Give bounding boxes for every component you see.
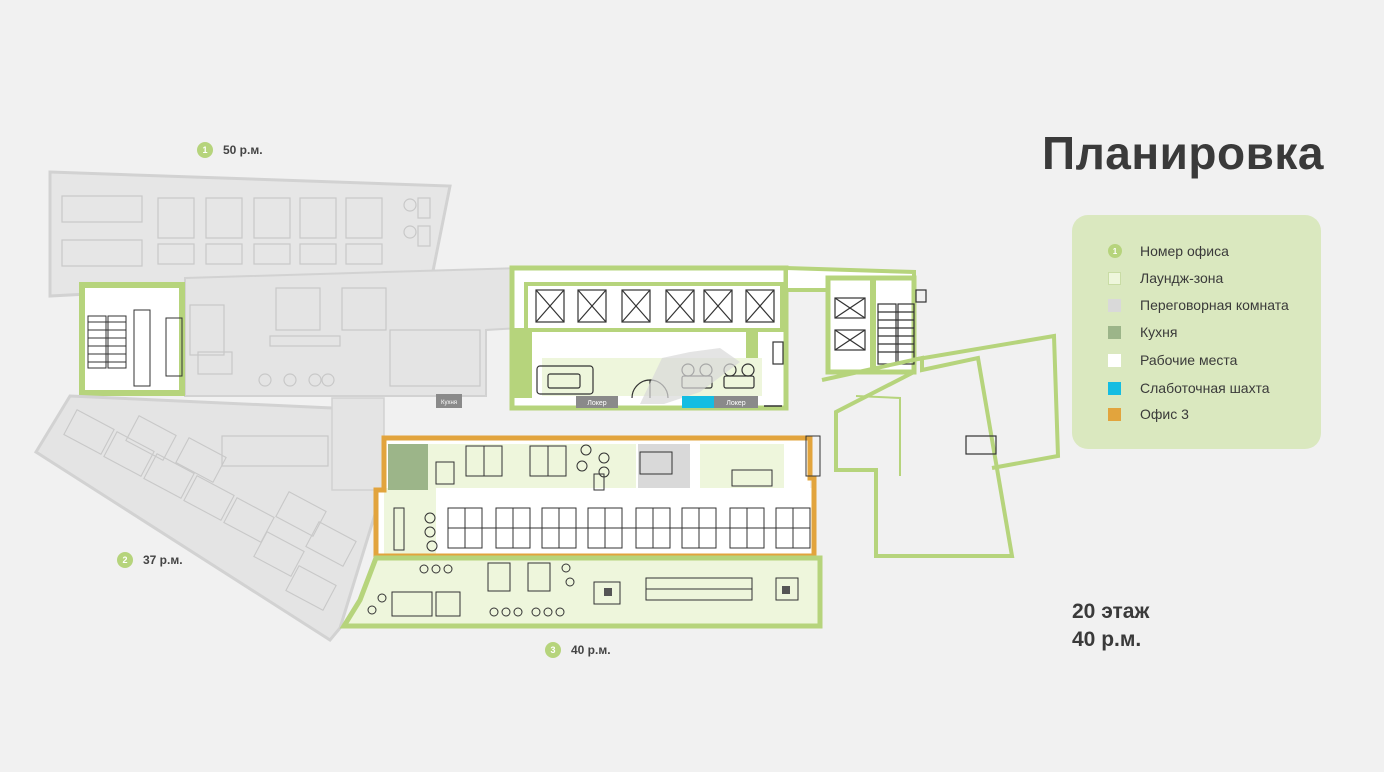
office-seats: 37 р.м.: [143, 553, 183, 567]
floor-label: 20 этаж: [1072, 600, 1150, 623]
legend-item-workplaces: Рабочие места: [1108, 352, 1237, 368]
shaft-swatch: [1108, 381, 1121, 395]
office-seats: 40 р.м.: [571, 643, 611, 657]
office-number-marker: 2: [117, 552, 133, 568]
office-number-marker: 3: [545, 642, 561, 658]
right-core: [825, 275, 927, 375]
legend-label: Рабочие места: [1140, 352, 1238, 368]
office-2-label[interactable]: 2 37 р.м.: [117, 552, 183, 568]
legend-label: Переговорная комната: [1140, 297, 1289, 313]
locker-label-2: Локер: [726, 400, 746, 407]
seats-count: 40 р.м.: [1072, 628, 1142, 651]
legend-label: Слаботочная шахта: [1140, 380, 1270, 396]
legend-label: Кухня: [1140, 324, 1178, 340]
office-3-area[interactable]: [373, 435, 821, 559]
workplaces-swatch: [1108, 353, 1121, 367]
legend-item-office-number: 1 Номер офиса: [1108, 243, 1229, 259]
faded-middle-block: [79, 266, 521, 397]
office-number-marker: 1: [1108, 244, 1122, 258]
meeting-room-swatch: [1108, 298, 1121, 312]
legend-label: Номер офиса: [1140, 243, 1229, 259]
legend-item-office-3: Офис 3: [1108, 406, 1189, 422]
legend-item-kitchen: Кухня: [1108, 324, 1177, 340]
office-3-label[interactable]: 3 40 р.м.: [545, 642, 611, 658]
kitchen-swatch: [1108, 325, 1121, 339]
office-number-marker: 1: [197, 142, 213, 158]
office-2-area[interactable]: [33, 394, 382, 642]
legend-label: Лаундж-зона: [1140, 270, 1224, 286]
office-1-label[interactable]: 1 50 р.м.: [197, 142, 263, 158]
office-3-desk-rows: [447, 507, 811, 549]
legend: 1 Номер офиса Лаундж-зона Переговорная к…: [1072, 215, 1321, 449]
office-3-swatch: [1108, 407, 1121, 421]
small-label: Кухня: [441, 400, 457, 406]
floor-info: 20 этаж 40 р.м.: [1072, 598, 1149, 654]
locker-label-1: Локер: [587, 400, 607, 407]
office-seats: 50 р.м.: [223, 143, 263, 157]
legend-item-lounge: Лаундж-зона: [1108, 270, 1223, 286]
central-core: Локер Локер: [509, 265, 916, 411]
legend-item-low-current-shaft: Слаботочная шахта: [1108, 380, 1269, 396]
corridor-faded: Кухня: [221, 394, 462, 491]
page-title: Планировка: [1042, 127, 1325, 179]
lounge-swatch: [1108, 271, 1121, 285]
lounge-strip[interactable]: [339, 555, 823, 629]
legend-item-meeting-room: Переговорная комната: [1108, 297, 1289, 313]
legend-label: Офис 3: [1140, 406, 1189, 422]
right-wing: [821, 333, 1061, 558]
